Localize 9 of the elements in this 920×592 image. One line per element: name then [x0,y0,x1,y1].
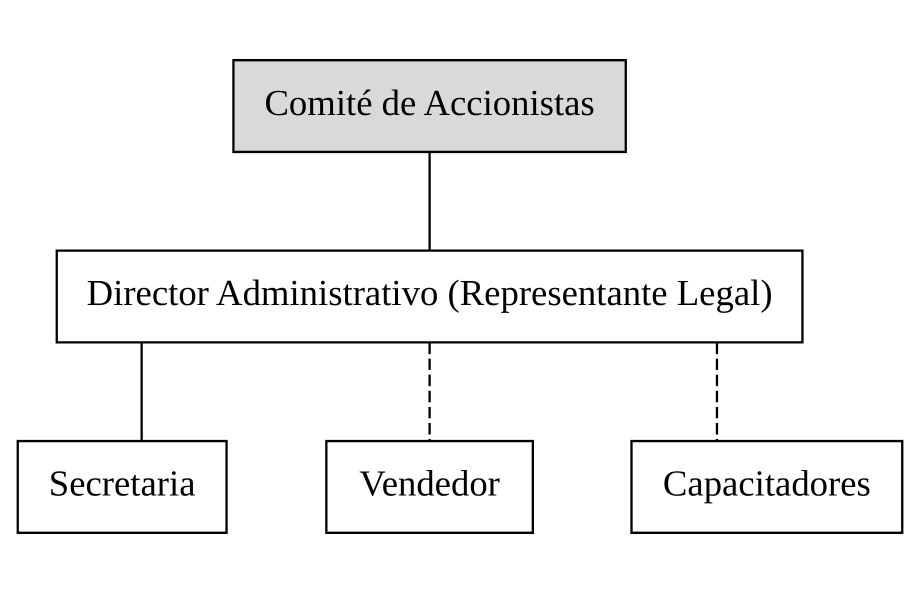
connector [140,342,143,440]
node-box: Comité de Accionistas [232,58,627,153]
connector [428,342,431,440]
node-box: Capacitadores [630,439,904,534]
node-box: Vendedor [325,439,534,534]
node-box: Secretaria [16,439,228,534]
connector [716,342,718,440]
connector [428,152,431,250]
node-box: Director Administrativo (Representante Legal) [56,248,804,344]
